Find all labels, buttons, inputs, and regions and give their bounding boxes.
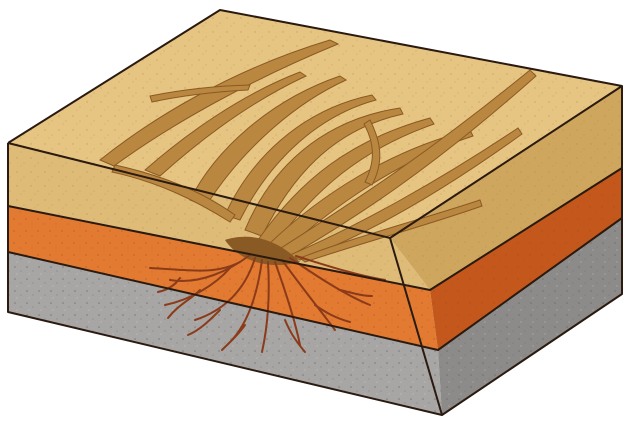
block-diagram-svg (0, 0, 630, 423)
soil-erosion-block-diagram (0, 0, 630, 423)
